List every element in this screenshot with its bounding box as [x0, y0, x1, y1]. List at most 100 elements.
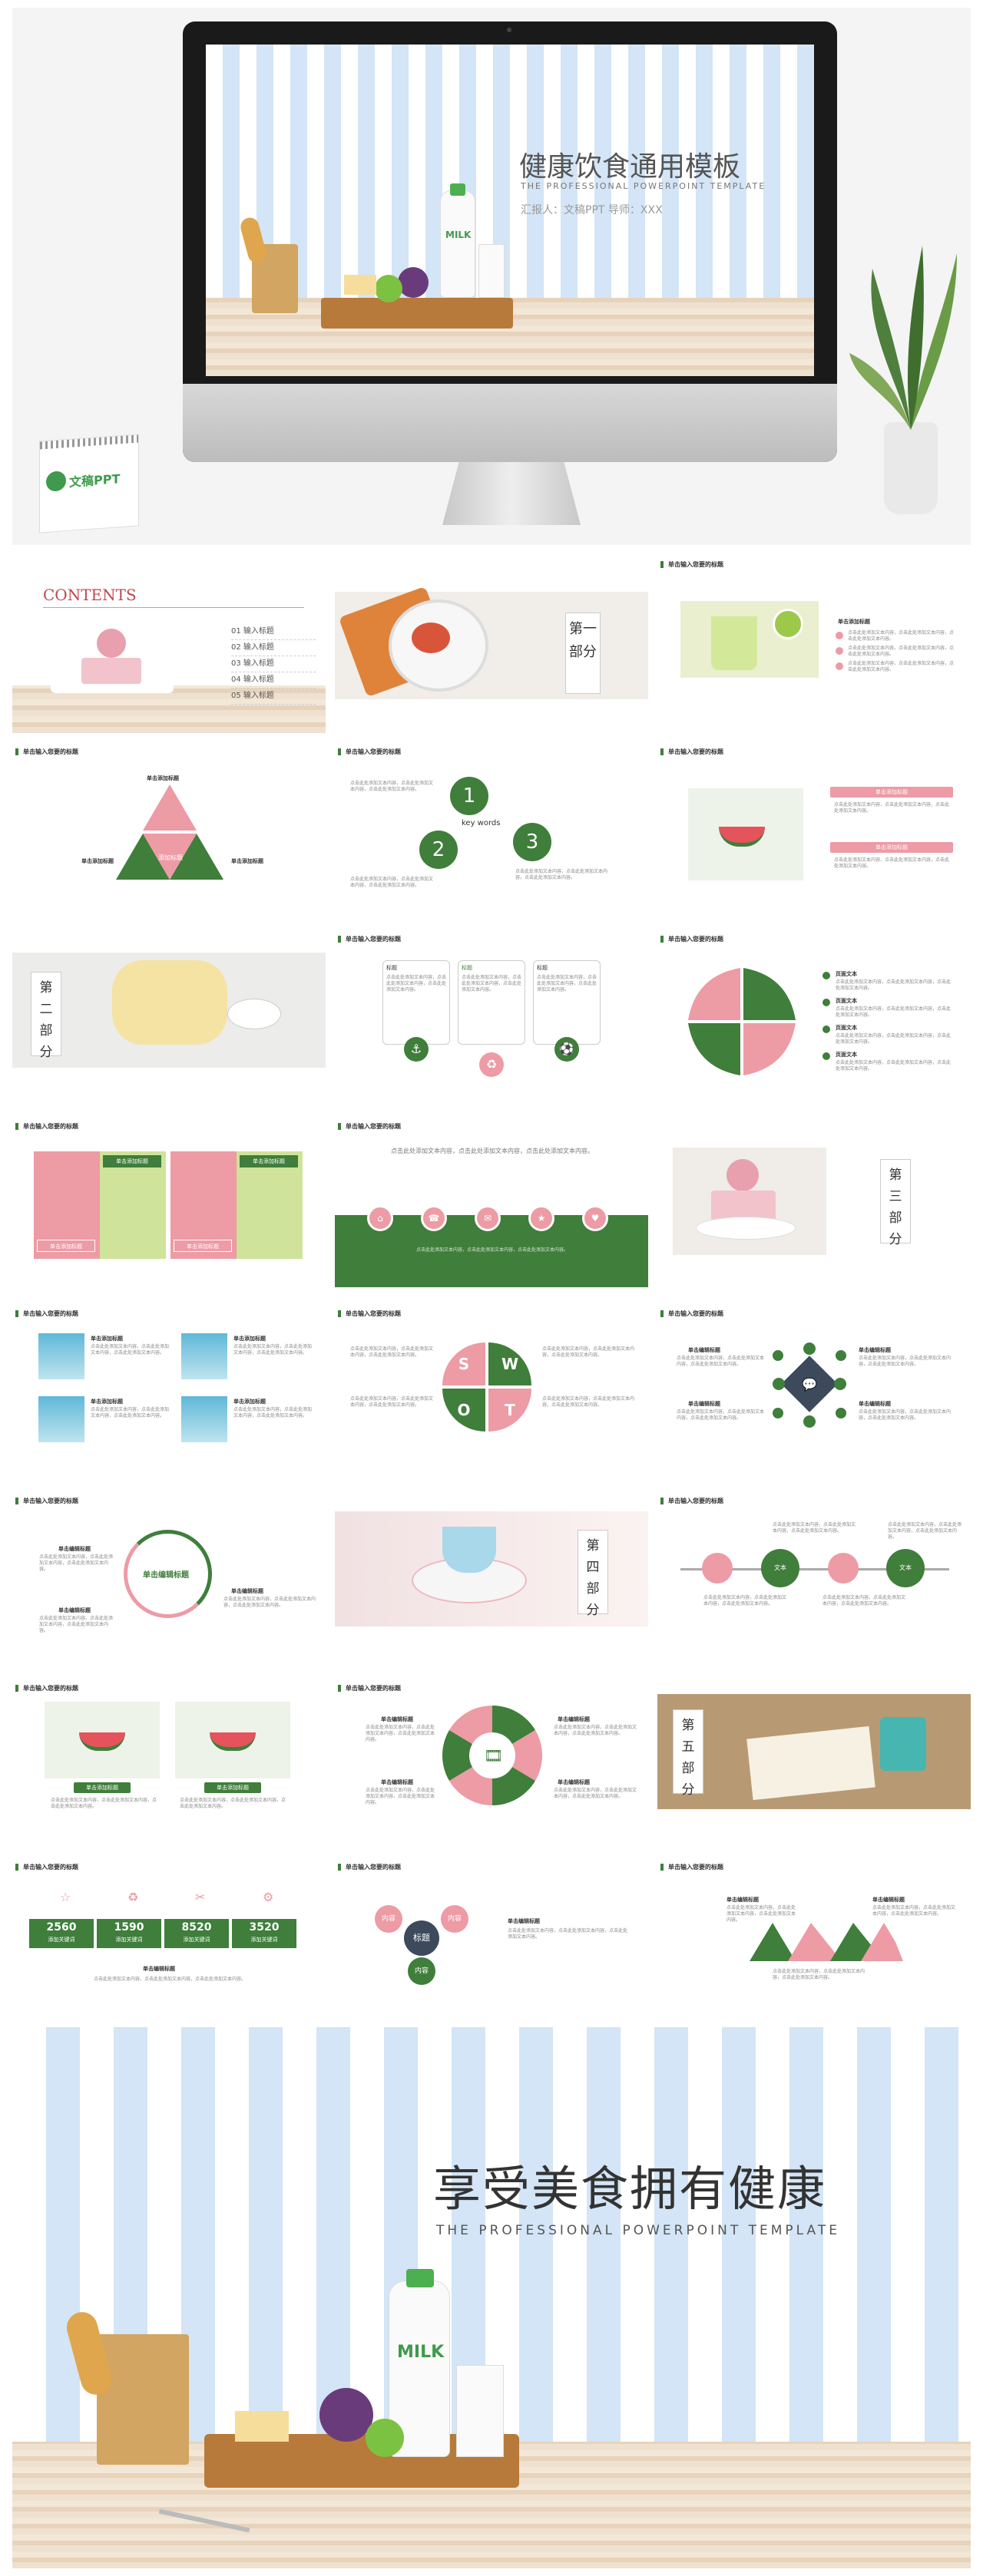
juice-photo: [680, 601, 819, 678]
juice-text-3: 点击此处添加文本内容，点击此处添加文本内容，点击此处添加文本内容。: [848, 661, 955, 672]
slide-header: 单击输入您要的标题: [338, 748, 401, 755]
slide-header: 单击输入您要的标题: [338, 936, 401, 943]
slide-section-5[interactable]: 第五部分: [657, 1679, 971, 1857]
film-title-3: 单击编辑标题: [381, 1779, 413, 1785]
slide-diamond[interactable]: 单击输入您要的标题 💬 单击编辑标题 点击此处添加文本内容，点击此处添加文本内容…: [657, 1304, 971, 1482]
triangle-left-title: 单击添加标题: [81, 858, 114, 864]
melon-tag-2: 单击添加标题: [204, 1782, 261, 1793]
petal-text-1: 点击此处添加文本内容，点击此处添加文本内容，点击此处添加文本内容。: [836, 979, 952, 991]
melon-tag-1: 单击添加标题: [74, 1782, 131, 1793]
card-2-text: 点击此处添加文本内容，点击此处添加文本内容，点击此处添加文本内容。: [834, 857, 950, 869]
juice-text-1: 点击此处添加文本内容，点击此处添加文本内容，点击此处添加文本内容。: [848, 630, 955, 642]
petal-text-3: 点击此处添加文本内容，点击此处添加文本内容，点击此处添加文本内容。: [836, 1033, 952, 1045]
slide-juice[interactable]: 单击输入您要的标题 单击添加标题 点击此处添加文本内容，点击此处添加文本内容，点…: [657, 555, 971, 733]
slide-timeline[interactable]: 单击输入您要的标题 文本 文本 点击此处添加文本内容，点击此处添加文本内容，点击…: [657, 1491, 971, 1669]
sky-text-2: 点击此处添加文本内容，点击此处添加文本内容，点击此处添加文本内容。: [233, 1344, 313, 1356]
slide-section-4[interactable]: 第四部分: [335, 1491, 648, 1669]
slide-banner[interactable]: 单击输入您要的标题 点击此处添加文本内容，点击此处添加文本内容，点击此处添加文本…: [335, 1117, 648, 1295]
kw-center: key words: [462, 819, 501, 827]
sky-title-3: 单击添加标题: [91, 1399, 123, 1405]
cupcake-photo: [51, 624, 174, 693]
stat-3-value: 8520: [181, 1921, 212, 1934]
slide-three-cards[interactable]: 单击输入您要的标题 标题 点击此处添加文本内容，点击此处添加文本内容，点击此处添…: [335, 930, 648, 1108]
melon-text-2: 点击此处添加文本内容，点击此处添加文本内容，点击此处添加文本内容。: [180, 1798, 286, 1809]
triangle-center: 添加标题: [158, 854, 183, 861]
slide-melon-pair[interactable]: 单击输入您要的标题 单击添加标题 单击添加标题 点击此处添加文本内容，点击此处添…: [12, 1679, 326, 1857]
banner-icon-5: ♥: [582, 1205, 608, 1231]
banner-icon-3: ✉: [475, 1205, 501, 1231]
contents-item-4[interactable]: 04 输入标题: [231, 672, 316, 689]
contents-item-2[interactable]: 02 输入标题: [231, 640, 316, 656]
card-2-header: 单击添加标题: [830, 842, 953, 853]
slide-section-1[interactable]: 第一部分: [335, 555, 648, 733]
slide-header: 单击输入您要的标题: [660, 1310, 723, 1317]
slide-header: 单击输入您要的标题: [660, 748, 723, 755]
closing-subtitle: THE PROFESSIONAL POWERPOINT TEMPLATE: [436, 2223, 840, 2238]
slide-watermelon[interactable]: 单击输入您要的标题 单击添加标题 点击此处添加文本内容，点击此处添加文本内容，点…: [657, 742, 971, 920]
swot-text-2: 点击此处添加文本内容，点击此处添加文本内容，点击此处添加文本内容。: [542, 1346, 635, 1358]
slide-film[interactable]: 单击输入您要的标题 🎞 单击编辑标题 点击此处添加文本内容，点击此处添加文本内容…: [335, 1679, 648, 1857]
slide-ring[interactable]: 单击输入您要的标题 单击编辑标题 单击编辑标题 点击此处添加文本内容，点击此处添…: [12, 1491, 326, 1669]
slide-header: 单击输入您要的标题: [338, 1123, 401, 1130]
triangle-diagram: [116, 784, 223, 880]
slide-bubbles[interactable]: 单击输入您要的标题 标题 内容 内容 内容 单击编辑标题 点击此处添加文本内容，…: [335, 1858, 648, 2036]
cheese: [344, 275, 376, 295]
card-b-text: 点击此处添加文本内容，点击此处添加文本内容，点击此处添加文本内容。: [462, 975, 522, 992]
ring-text-3: 点击此处添加文本内容，点击此处添加文本内容，点击此处添加文本内容。: [39, 1616, 114, 1633]
slide-drinks[interactable]: 单击输入您要的标题 单击添加标题 单击添加标题 单击添加标题 单击添加标题: [12, 1117, 326, 1295]
closing-apple: [366, 2419, 404, 2457]
slide-arrows[interactable]: 单击输入您要的标题 单击编辑标题 点击此处添加文本内容，点击此处添加文本内容，点…: [657, 1858, 971, 2036]
slide-header: 单击输入您要的标题: [660, 561, 723, 568]
film-title-4: 单击编辑标题: [558, 1779, 590, 1785]
ring-title-2: 单击编辑标题: [231, 1588, 263, 1594]
slide-petals[interactable]: 单击输入您要的标题 页面文本 点击此处添加文本内容，点击此处添加文本内容，点击此…: [657, 930, 971, 1108]
timeline-text-1: 点击此处添加文本内容，点击此处添加文本内容，点击此处添加文本内容。: [773, 1522, 856, 1534]
contents-item-1[interactable]: 01 输入标题: [231, 624, 316, 640]
stat-1: 2560 添加关键词: [29, 1919, 94, 1948]
swot-text-3: 点击此处添加文本内容，点击此处添加文本内容，点击此处添加文本内容。: [350, 1396, 434, 1408]
card-b[interactable]: 标题 点击此处添加文本内容，点击此处添加文本内容，点击此处添加文本内容。: [458, 960, 525, 1045]
stat-3-label: 添加关键词: [183, 1937, 210, 1943]
section-5-label: 第五部分: [673, 1709, 703, 1798]
milk-label: MILK: [445, 230, 472, 240]
banner-icon-2: ☎: [421, 1205, 447, 1231]
book-photo: [657, 1694, 971, 1809]
slide-section-3[interactable]: 第三部分: [657, 1117, 971, 1295]
arrow-chevrons: [750, 1923, 903, 1961]
slide-stats[interactable]: 单击输入您要的标题 ☆ ♻ ✂ ⚙ 2560 添加关键词 1590 添加关键词 …: [12, 1858, 326, 2036]
slide-header: 单击输入您要的标题: [15, 1123, 78, 1130]
stats-icon-4: ⚙: [263, 1890, 274, 1904]
stats-icon-3: ✂: [195, 1890, 206, 1904]
film-icon: 🎞: [484, 1746, 504, 1765]
milk-bottle: MILK: [440, 183, 475, 298]
card-c[interactable]: 标题 点击此处添加文本内容，点击此处添加文本内容，点击此处添加文本内容。: [533, 960, 601, 1045]
banner-text-lower: 点击此处添加文本内容，点击此处添加文本内容，点击此处添加文本内容。: [415, 1247, 568, 1253]
slide-swot[interactable]: 单击输入您要的标题 S W O T 点击此处添加文本内容，点击此处添加文本内容，…: [335, 1304, 648, 1482]
closing-grapes: [319, 2388, 373, 2442]
juice-text-2: 点击此处添加文本内容，点击此处添加文本内容，点击此处添加文本内容。: [848, 646, 955, 657]
slide-keywords[interactable]: 单击输入您要的标题 1 2 3 key words 点击此处添加文本内容，点击此…: [335, 742, 648, 920]
slide-section-2[interactable]: 第二部分: [12, 930, 326, 1108]
slide-sky-cards[interactable]: 单击输入您要的标题 单击添加标题 点击此处添加文本内容，点击此处添加文本内容，点…: [12, 1304, 326, 1482]
baguette: [238, 215, 269, 266]
contents-item-3[interactable]: 03 输入标题: [231, 656, 316, 672]
stat-4: 3520 添加关键词: [232, 1919, 296, 1948]
stat-1-label: 添加关键词: [48, 1937, 75, 1943]
slide-header: 单击输入您要的标题: [660, 1498, 723, 1504]
contents-item-5[interactable]: 05 输入标题: [231, 689, 316, 705]
sky-title-1: 单击添加标题: [91, 1336, 123, 1342]
petal-label-1: 页面文本: [836, 971, 857, 977]
slide-contents[interactable]: CONTENTS 01 输入标题 02 输入标题 03 输入标题 04 输入标题…: [12, 555, 326, 733]
closing-milk-bottle: MILK: [389, 2269, 450, 2457]
plant-pot: [884, 422, 938, 514]
logo-icon: [46, 471, 66, 492]
grapes: [398, 267, 429, 298]
card-a[interactable]: 标题 点击此处添加文本内容，点击此处添加文本内容，点击此处添加文本内容。: [382, 960, 450, 1045]
swot-w: W: [488, 1342, 531, 1385]
stats-title: 单击编辑标题: [143, 1966, 175, 1972]
diamond-text-3: 点击此处添加文本内容，点击此处添加文本内容，点击此处添加文本内容。: [677, 1409, 765, 1421]
petal-text-4: 点击此处添加文本内容，点击此处添加文本内容，点击此处添加文本内容。: [836, 1060, 952, 1072]
slide-triangle[interactable]: 单击输入您要的标题 单击添加标题 添加标题 单击添加标题 单击添加标题: [12, 742, 326, 920]
petal-label-3: 页面文本: [836, 1025, 857, 1031]
bubble-2: 内容: [441, 1905, 468, 1933]
